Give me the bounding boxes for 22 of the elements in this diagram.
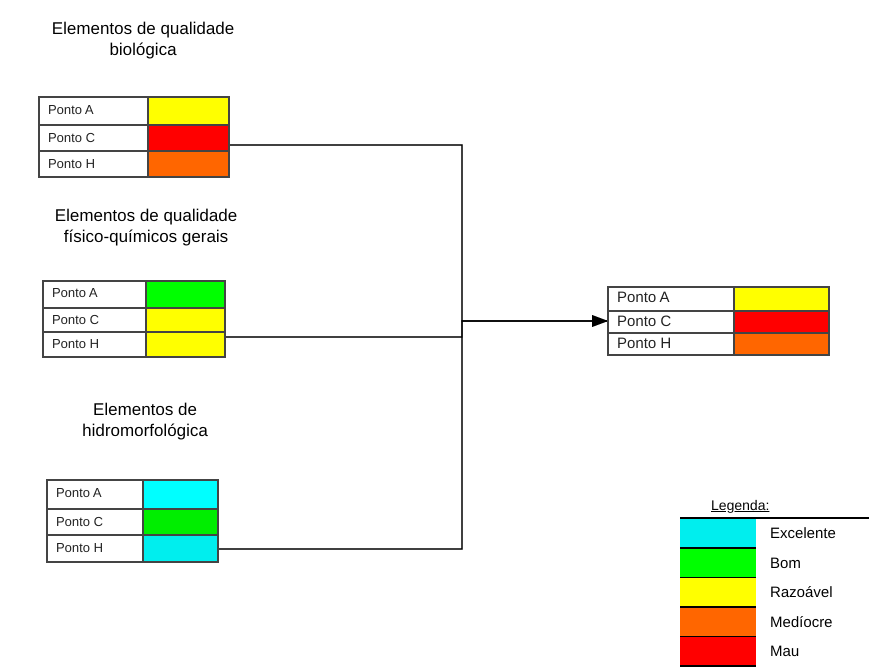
rating-table — [38, 96, 230, 178]
table-heading: Elementos de qualidade físico-químicos gerais — [54, 205, 238, 247]
legend-title: Legenda: — [711, 497, 770, 513]
rating-table — [607, 286, 830, 356]
connector-arrow — [219, 315, 608, 550]
legend-text: Mau — [770, 643, 800, 660]
table-row — [609, 332, 828, 354]
table-row — [44, 331, 224, 356]
table-row — [40, 124, 228, 150]
rating-table — [42, 280, 226, 358]
table-heading: Elementos de hidromorfológica — [81, 399, 209, 441]
legend-text: Medíocre — [770, 614, 833, 631]
legend-text: Excelente — [770, 525, 836, 542]
legend-text: Razoável — [770, 584, 833, 602]
table-row — [609, 310, 828, 332]
table-row — [44, 306, 224, 332]
table-row — [40, 150, 228, 176]
table-row — [48, 508, 217, 534]
table-heading: Elementos de qualidade biológica — [50, 18, 236, 60]
rating-table — [46, 479, 219, 563]
table-row — [48, 534, 217, 561]
legend-text: Bom — [770, 554, 801, 572]
